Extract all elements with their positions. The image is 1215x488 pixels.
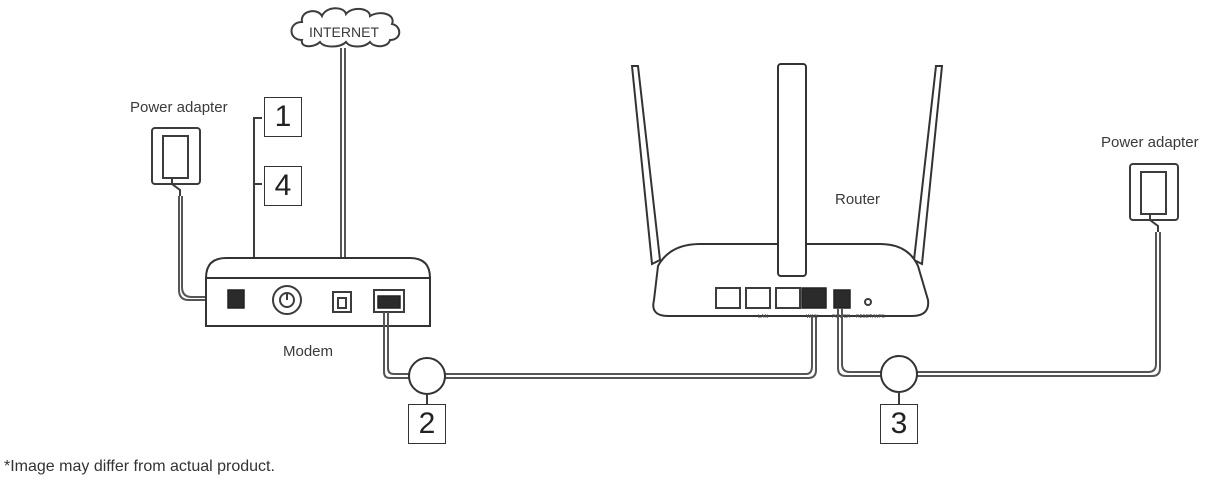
power-adapter-icon xyxy=(151,127,201,196)
internet-cable xyxy=(340,48,346,296)
left-power-cable xyxy=(178,196,232,301)
modem-label: Modem xyxy=(283,343,334,360)
right-power-cable xyxy=(837,232,1161,377)
power-adapter-left-label: Power adapter xyxy=(130,99,228,116)
step-4-box: 4 xyxy=(264,166,302,206)
router-reset-label: RESET/WPS xyxy=(856,314,885,320)
power-adapter-right-label: Power adapter xyxy=(1101,134,1199,151)
router-label: Router xyxy=(835,191,881,208)
router-lan-label: LAN xyxy=(758,314,768,320)
router-icon: LAN WAN POWER RESET/WPS xyxy=(630,63,944,320)
step-1-box: 1 xyxy=(264,97,302,137)
router-wan-label: WAN xyxy=(806,314,818,320)
ethernet-cable xyxy=(383,300,817,379)
cloud-icon xyxy=(290,7,401,48)
step-3-circle xyxy=(880,355,918,393)
step-3-box: 3 xyxy=(880,404,918,444)
modem-icon xyxy=(204,257,432,327)
step-2-box: 2 xyxy=(408,404,446,444)
internet-label: INTERNET xyxy=(309,24,379,40)
footnote: *Image may differ from actual product. xyxy=(4,458,275,475)
power-adapter-icon xyxy=(1129,163,1179,232)
step-2-circle xyxy=(408,357,446,395)
